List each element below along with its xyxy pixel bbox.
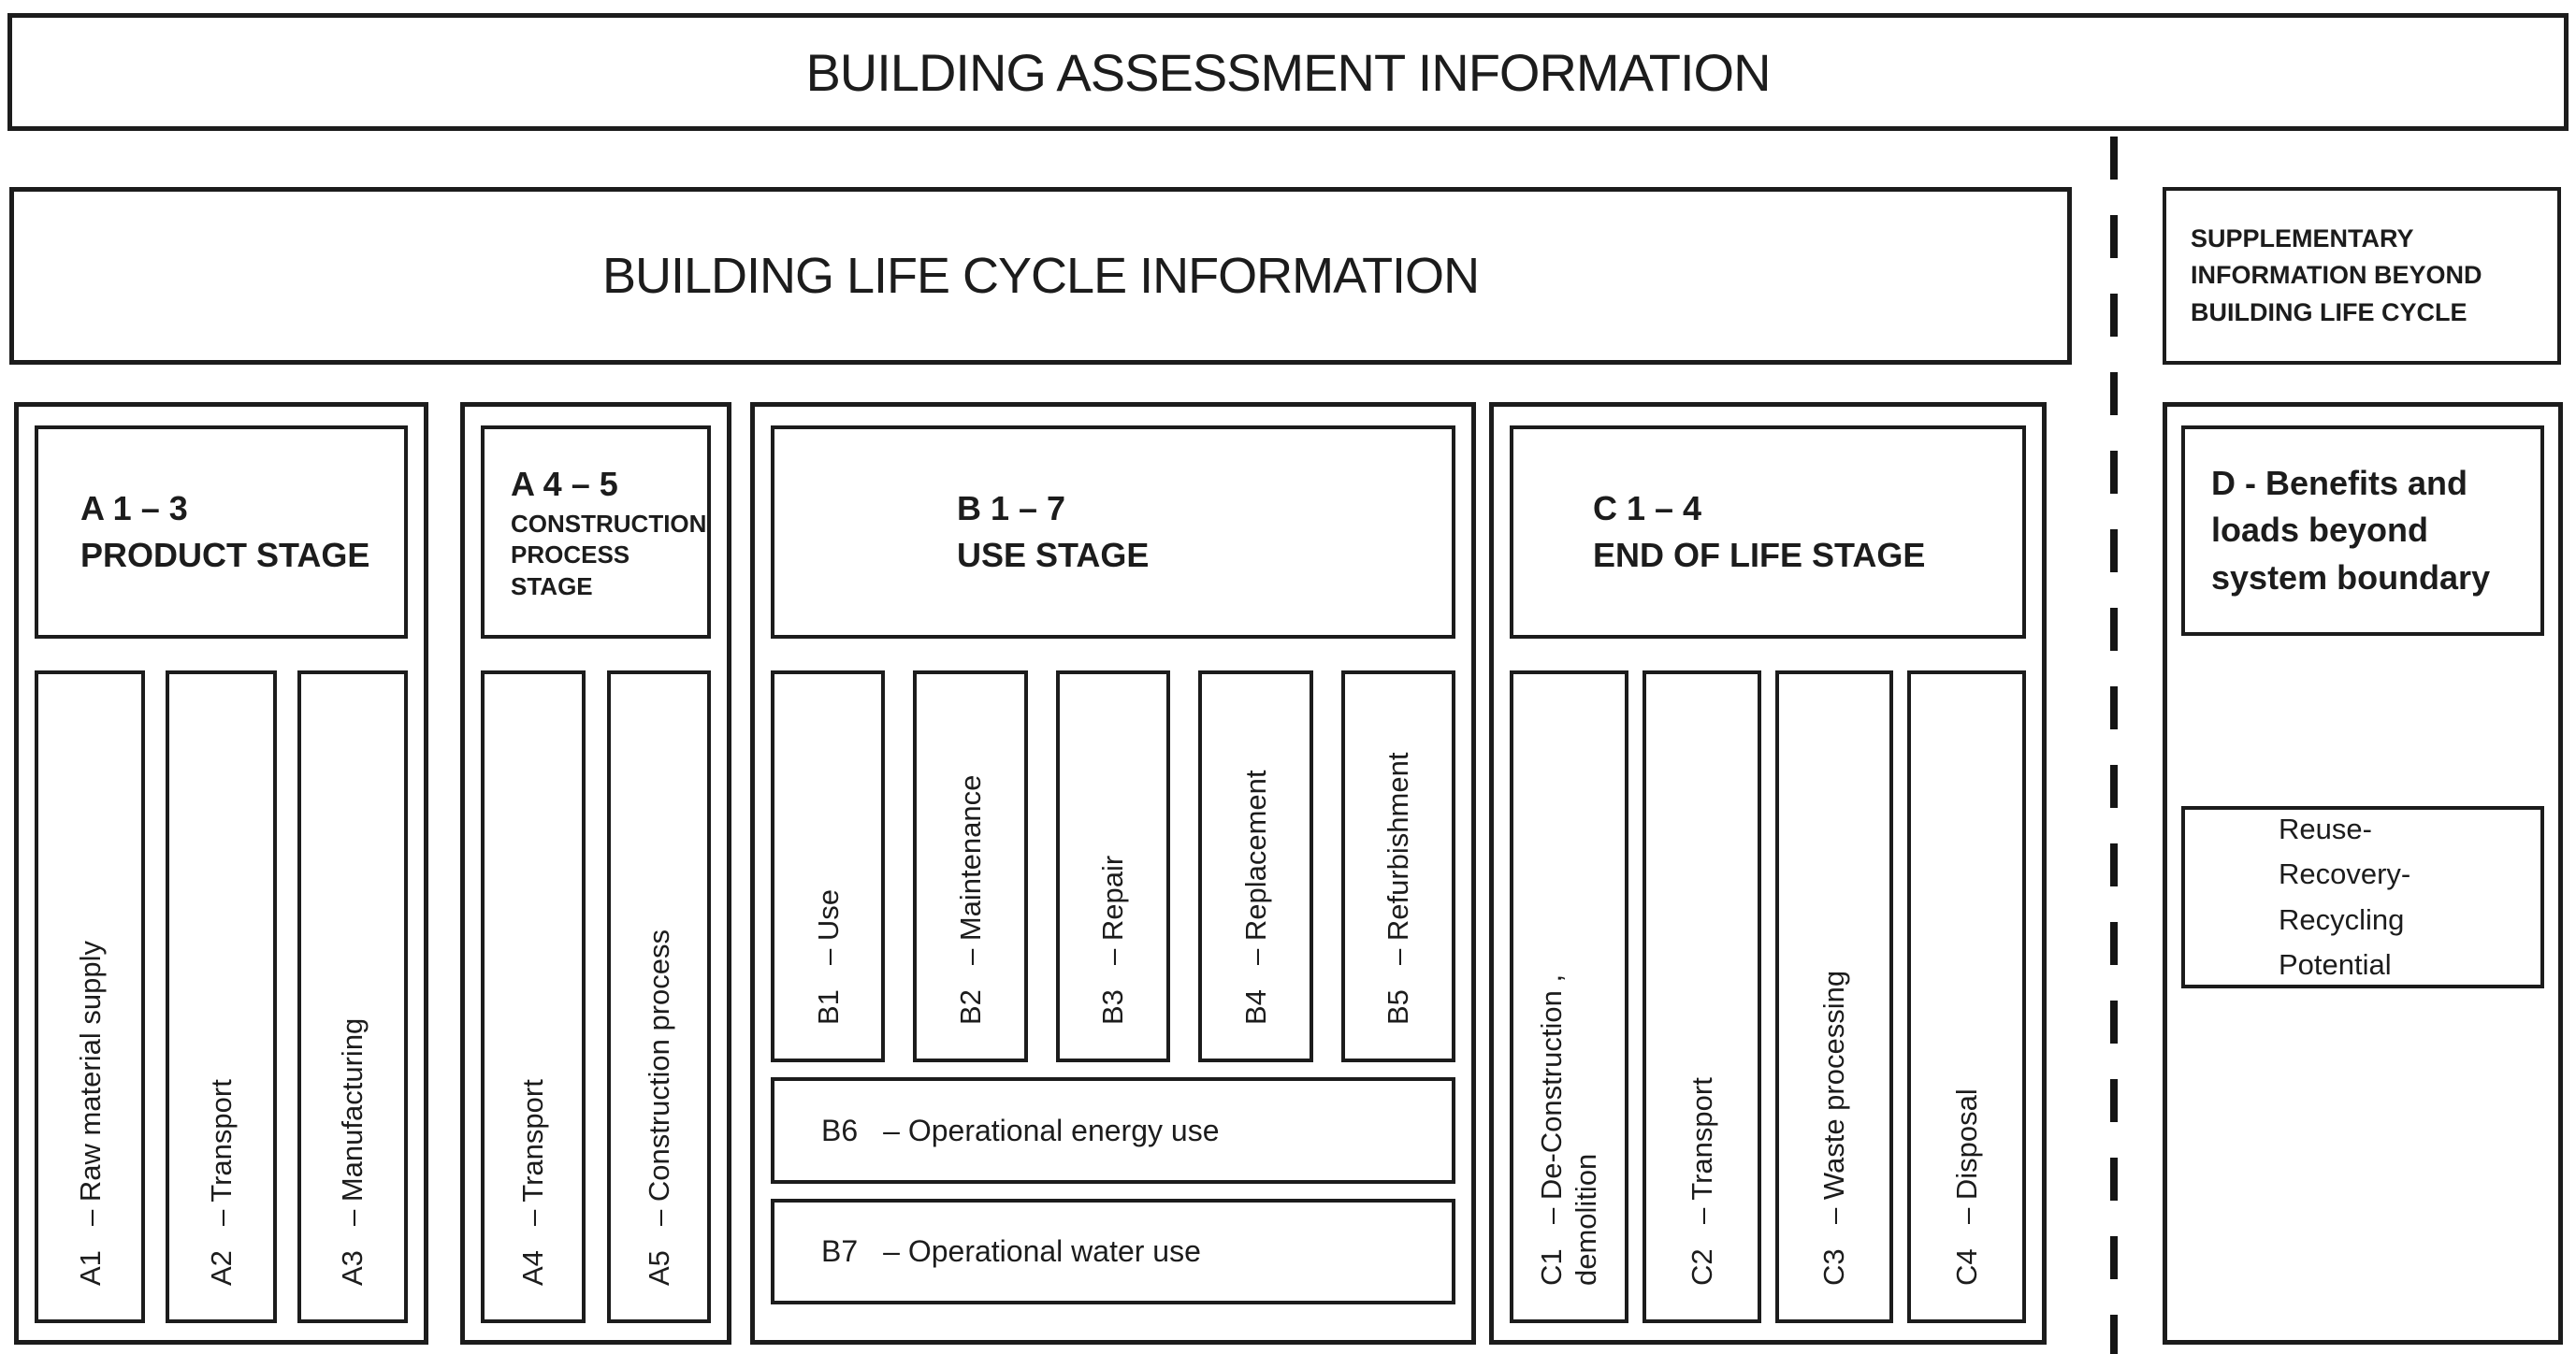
module-b4-text: B4 – Replacement (1238, 674, 1273, 1059)
module-c4-code: C4 (1950, 1248, 1984, 1286)
stage-end-of-life-modules: C1– De-Construction , demolition C2 – Tra… (1510, 670, 2026, 1323)
stage-d-header: D - Benefits and loads beyond system bou… (2181, 425, 2544, 636)
module-a1-code: A1 (73, 1250, 107, 1286)
module-a2-label: – Transport (204, 1078, 238, 1226)
stage-product-modules: A1 – Raw material supply A2 – Transport A3… (35, 670, 408, 1323)
stage-use: B 1 – 7 USE STAGE B1 – Use B2 – Maintenanc… (750, 402, 1476, 1345)
module-c2: C2 – Transport (1642, 670, 1761, 1323)
module-b1-text: B1 – Use (811, 674, 846, 1059)
module-c1: C1– De-Construction , demolition (1510, 670, 1628, 1323)
module-c2-code: C2 (1685, 1248, 1718, 1286)
stage-construction-process-name: CONSTRUCTION PROCESS STAGE (511, 509, 707, 601)
module-b3: B3 – Repair (1055, 670, 1171, 1062)
module-a1-text: A1 – Raw material supply (73, 674, 108, 1319)
module-c4: C4 – Disposal (1907, 670, 2026, 1323)
stage-d-title: D - Benefits and loads beyond system bou… (2211, 463, 2491, 597)
supplementary-info-box: SUPPLEMENTARY INFORMATION BEYOND BUILDIN… (2163, 187, 2561, 365)
supplementary-info-text: SUPPLEMENTARY INFORMATION BEYOND BUILDIN… (2191, 224, 2482, 326)
stage-product: A 1 – 3 PRODUCT STAGE A1 – Raw material s… (14, 402, 428, 1345)
module-a3-text: A3 – Manufacturing (335, 674, 369, 1319)
system-boundary-dashed-line (2110, 137, 2118, 1354)
module-b5-code: B5 (1382, 989, 1415, 1025)
module-a4-code: A4 (516, 1250, 550, 1286)
reuse-recovery-recycling-text: Reuse- Recovery- Recycling Potential (2279, 813, 2411, 981)
building-assessment-banner: BUILDING ASSESSMENT INFORMATION (7, 13, 2569, 131)
module-c4-label: – Disposal (1950, 1088, 1984, 1225)
module-a3-code: A3 (336, 1250, 369, 1286)
module-a5-label: – Construction process (642, 929, 675, 1226)
stage-construction-process-code: A 4 – 5 (511, 465, 618, 504)
module-c3-text: C3 – Waste processing (1816, 674, 1851, 1319)
stage-use-code: B 1 – 7 (957, 488, 1066, 527)
module-b4: B4 – Replacement (1198, 670, 1313, 1062)
building-life-cycle-title: BUILDING LIFE CYCLE INFORMATION (601, 248, 1480, 304)
stage-end-of-life-code: C 1 – 4 (1593, 488, 1702, 527)
module-a2-code: A2 (204, 1250, 238, 1286)
stage-benefits-beyond-boundary: D - Benefits and loads beyond system bou… (2163, 402, 2563, 1345)
building-assessment-title: BUILDING ASSESSMENT INFORMATION (805, 42, 1771, 102)
module-c1-text: C1– De-Construction , demolition (1534, 674, 1603, 1319)
stage-product-name: PRODUCT STAGE (80, 536, 370, 574)
module-b7-label: – Operational water use (883, 1234, 1201, 1268)
module-b1: B1 – Use (771, 670, 886, 1062)
stage-construction-process-header: A 4 – 5 CONSTRUCTION PROCESS STAGE (481, 425, 711, 639)
module-a2: A2 – Transport (166, 670, 277, 1323)
stage-use-modules: B1 – Use B2 – Maintenance B3 – Repair B4 – R… (771, 670, 1456, 1062)
stage-end-of-life-name: END OF LIFE STAGE (1593, 536, 1926, 574)
module-a4: A4 – Transport (481, 670, 586, 1323)
module-a4-label: – Transport (516, 1078, 550, 1226)
module-b1-label: – Use (811, 888, 845, 965)
module-a1-label: – Raw material supply (73, 940, 107, 1226)
module-b6: B6 – Operational energy use (771, 1077, 1455, 1184)
module-a3-label: – Manufacturing (336, 1017, 369, 1226)
module-b7-code: B7 (821, 1234, 859, 1268)
module-b3-label: – Repair (1096, 855, 1130, 965)
module-a2-text: A2 – Transport (204, 674, 239, 1319)
module-b5-text: B5 – Refurbishment (1381, 674, 1415, 1059)
module-b3-code: B3 (1096, 989, 1130, 1025)
stage-construction-process: A 4 – 5 CONSTRUCTION PROCESS STAGE A4 – T… (460, 402, 731, 1345)
stage-product-header: A 1 – 3 PRODUCT STAGE (35, 425, 408, 639)
reuse-recovery-recycling-box: Reuse- Recovery- Recycling Potential (2181, 806, 2544, 988)
module-b2: B2 – Maintenance (913, 670, 1028, 1062)
module-a5-code: A5 (642, 1250, 675, 1286)
module-b2-text: B2 – Maintenance (953, 674, 988, 1059)
stage-product-code: A 1 – 3 (80, 488, 188, 527)
module-c3: C3 – Waste processing (1774, 670, 1894, 1323)
module-b5: B5 – Refurbishment (1340, 670, 1456, 1062)
module-b5-label: – Refurbishment (1382, 752, 1415, 965)
module-a1: A1 – Raw material supply (35, 670, 146, 1323)
module-b7: B7 – Operational water use (771, 1199, 1455, 1304)
module-b6-label: – Operational energy use (883, 1113, 1220, 1147)
module-b4-code: B4 (1238, 989, 1272, 1025)
module-b2-code: B2 (954, 989, 988, 1025)
stage-construction-process-modules: A4 – Transport A5 – Construction process (481, 670, 711, 1323)
stage-end-of-life-header: C 1 – 4 END OF LIFE STAGE (1510, 425, 2026, 639)
module-c1-label: – De-Construction , demolition (1535, 973, 1603, 1286)
stage-use-name: USE STAGE (957, 536, 1150, 574)
module-c2-text: C2 – Transport (1685, 674, 1719, 1319)
module-c3-label: – Waste processing (1817, 970, 1851, 1225)
module-b3-text: B3 – Repair (1095, 674, 1130, 1059)
stage-end-of-life: C 1 – 4 END OF LIFE STAGE C1– De-Constru… (1489, 402, 2047, 1345)
module-c1-code: C1 (1535, 1248, 1569, 1286)
module-c2-label: – Transport (1685, 1077, 1718, 1225)
module-b1-code: B1 (811, 989, 845, 1025)
module-b4-label: – Replacement (1238, 770, 1272, 965)
module-a4-text: A4 – Transport (515, 674, 550, 1319)
module-c3-code: C3 (1817, 1248, 1851, 1286)
module-a5-text: A5 – Construction process (642, 674, 676, 1319)
module-b6-code: B6 (821, 1113, 859, 1147)
module-b2-label: – Maintenance (954, 774, 988, 965)
module-a3: A3 – Manufacturing (297, 670, 408, 1323)
stage-use-header: B 1 – 7 USE STAGE (771, 425, 1455, 639)
module-c4-text: C4 – Disposal (1949, 674, 1984, 1319)
module-a5: A5 – Construction process (606, 670, 711, 1323)
building-life-cycle-banner: BUILDING LIFE CYCLE INFORMATION (9, 187, 2072, 365)
